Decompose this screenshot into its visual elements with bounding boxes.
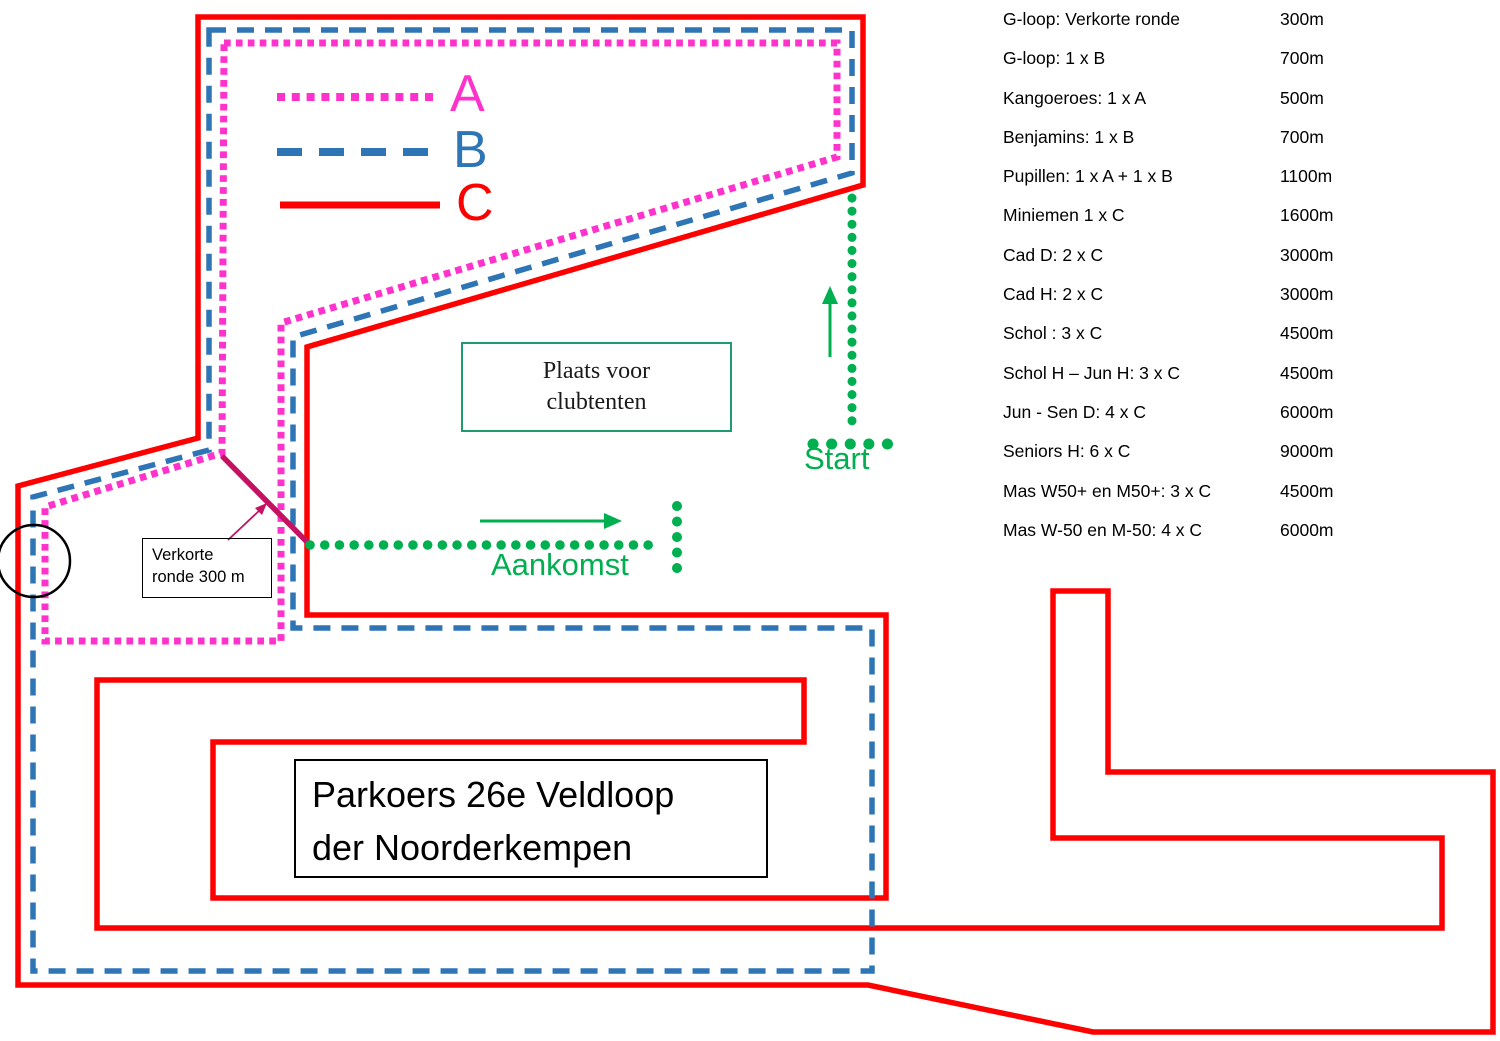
distance-value: 1600m: [1280, 205, 1334, 226]
start-direction-arrowhead: [822, 286, 838, 304]
distance-table: G-loop: Verkorte ronde 300m G-loop: 1 x …: [1003, 9, 1483, 559]
shortcut-label-line2: ronde 300 m: [152, 568, 245, 586]
distance-row: Cad D: 2 x C 3000m: [1003, 245, 1483, 284]
route-a-path: [41, 39, 841, 645]
distance-value: 1100m: [1280, 166, 1333, 187]
shortcut-label-line1: Verkorte: [152, 546, 214, 564]
distance-value: 3000m: [1280, 244, 1334, 265]
distance-row: Cad H: 2 x C 3000m: [1003, 284, 1483, 323]
distance-label: Pupillen: 1 x A + 1 x B: [1003, 166, 1173, 187]
route-c-path: [15, 14, 1496, 1035]
map-title-line2: der Noorderkempen: [312, 827, 633, 868]
distance-row: G-loop: 1 x B 700m: [1003, 48, 1483, 87]
start-label: Start: [804, 441, 870, 476]
distance-label: G-loop: Verkorte ronde: [1003, 9, 1181, 29]
shortcut-connector-line: [220, 454, 311, 546]
distance-label: G-loop: 1 x B: [1003, 48, 1106, 69]
distance-value: 4500m: [1280, 480, 1334, 501]
distance-label: Schol : 3 x C: [1003, 323, 1103, 344]
distance-row: Jun - Sen D: 4 x C 6000m: [1003, 402, 1483, 441]
clubtents-line2: clubtenten: [546, 389, 647, 415]
distance-row: Schol : 3 x C 4500m: [1003, 323, 1483, 362]
distance-row: Mas W50+ en M50+: 3 x C 4500m: [1003, 481, 1483, 520]
distance-row: Mas W-50 en M-50: 4 x C 6000m: [1003, 520, 1483, 559]
map-title-box: Parkoers 26e Veldloop der Noorderkempen: [294, 759, 768, 878]
landmark-circle: [0, 523, 72, 599]
legend-label-b: B: [453, 121, 488, 179]
distance-row: Schol H – Jun H: 3 x C 4500m: [1003, 363, 1483, 402]
distance-value: 9000m: [1280, 441, 1334, 462]
distance-row: G-loop: Verkorte ronde 300m: [1003, 9, 1483, 48]
shortcut-label-box: Verkorte ronde 300 m: [142, 538, 272, 598]
distance-label: Mas W50+ en M50+: 3 x C: [1003, 480, 1212, 501]
distance-label: Seniors H: 6 x C: [1003, 441, 1131, 462]
distance-value: 700m: [1280, 126, 1324, 147]
route-b-path: [30, 27, 875, 974]
distance-value: 300m: [1280, 9, 1324, 29]
clubtents-box: Plaats voor clubtenten: [461, 342, 732, 432]
distance-row: Pupillen: 1 x A + 1 x B 1100m: [1003, 166, 1483, 205]
shortcut-pointer-arrow: [227, 508, 262, 541]
distance-row: Seniors H: 6 x C 9000m: [1003, 441, 1483, 480]
distance-row: Kangoeroes: 1 x A 500m: [1003, 88, 1483, 127]
distance-label: Jun - Sen D: 4 x C: [1003, 401, 1146, 422]
distance-label: Miniemen 1 x C: [1003, 205, 1125, 226]
distance-label: Cad H: 2 x C: [1003, 284, 1104, 305]
distance-label: Cad D: 2 x C: [1003, 244, 1104, 265]
distance-value: 3000m: [1280, 284, 1334, 305]
distance-row: Benjamins: 1 x B 700m: [1003, 127, 1483, 166]
distance-row: Miniemen 1 x C 1600m: [1003, 205, 1483, 244]
distance-label: Benjamins: 1 x B: [1003, 126, 1135, 147]
distance-value: 4500m: [1280, 362, 1334, 383]
map-title-line1: Parkoers 26e Veldloop: [312, 774, 675, 815]
distance-value: 6000m: [1280, 401, 1334, 422]
aankomst-label: Aankomst: [491, 547, 629, 582]
legend-label-c: C: [456, 174, 494, 232]
finish-direction-arrowhead: [604, 513, 622, 529]
distance-label: Mas W-50 en M-50: 4 x C: [1003, 519, 1203, 540]
distance-label: Schol H – Jun H: 3 x C: [1003, 362, 1181, 383]
legend-label-a: A: [450, 65, 485, 123]
distance-value: 500m: [1280, 87, 1324, 108]
distance-value: 700m: [1280, 48, 1324, 69]
shortcut-pointer-arrowhead: [255, 503, 267, 515]
distance-label: Kangoeroes: 1 x A: [1003, 87, 1147, 108]
distance-value: 4500m: [1280, 323, 1334, 344]
distance-value: 6000m: [1280, 519, 1334, 540]
clubtents-line1: Plaats voor: [542, 358, 651, 384]
